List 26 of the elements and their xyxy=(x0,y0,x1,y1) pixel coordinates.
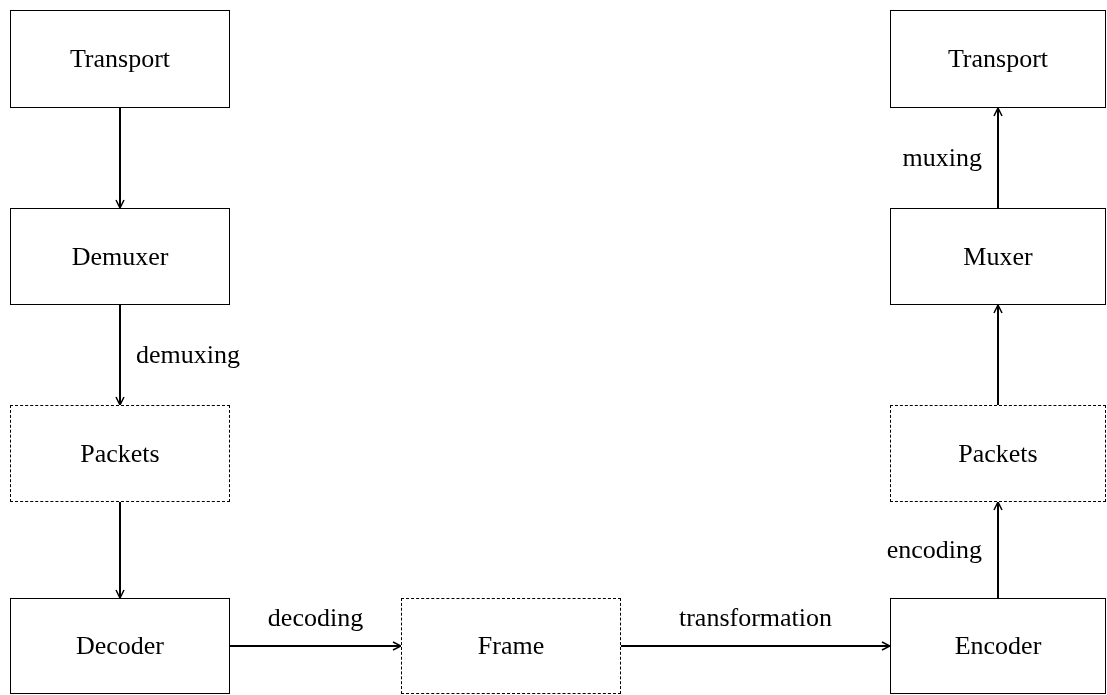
arrow xyxy=(993,304,1003,406)
box-label: Transport xyxy=(69,46,171,72)
arrow xyxy=(115,304,125,406)
process-box xyxy=(890,10,1106,108)
dashed-box xyxy=(401,598,621,694)
arrow xyxy=(993,501,1003,599)
arrow xyxy=(229,641,402,651)
dashed-box xyxy=(10,405,230,502)
box-label: Encoder xyxy=(954,633,1042,659)
process-box xyxy=(890,598,1106,694)
arrow xyxy=(993,107,1003,209)
box-label: Transport xyxy=(947,46,1049,72)
process-box xyxy=(890,208,1106,305)
box-label: Decoder xyxy=(75,633,165,659)
box-label: Muxer xyxy=(963,243,1033,270)
box-label: Packets xyxy=(958,440,1038,467)
arrow xyxy=(115,107,125,209)
process-box xyxy=(10,208,230,305)
process-box xyxy=(10,598,230,694)
box-label: Packets xyxy=(80,440,160,467)
arrow xyxy=(115,501,125,599)
process-box xyxy=(10,10,230,108)
arrow xyxy=(620,641,891,651)
box-label: Demuxer xyxy=(71,243,169,270)
box-label: Frame xyxy=(477,633,545,659)
dashed-box xyxy=(890,405,1106,502)
